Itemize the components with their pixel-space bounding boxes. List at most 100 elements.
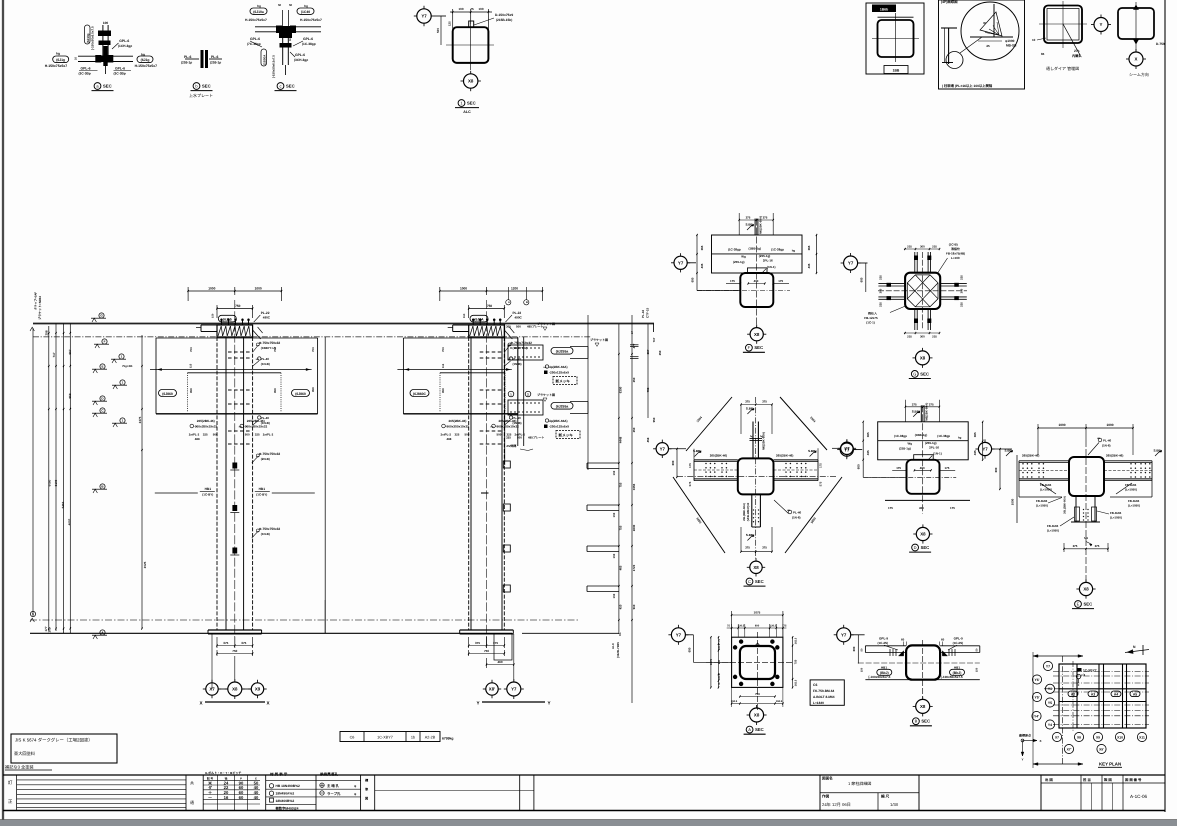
svg-text:SEC: SEC [467,101,476,106]
svg-text:HB 18N490B%2: HB 18N490B%2 [276,784,301,788]
svg-text:1BB: 1BB [893,69,900,73]
svg-text:X8: X8 [1083,587,1089,592]
svg-text:Wg: Wg [741,255,746,259]
svg-text:GPL-6: GPL-6 [295,53,305,57]
svg-text:主 暗 孔: 主 暗 孔 [327,784,340,788]
svg-text:PL-40: PL-40 [513,416,522,420]
svg-text:B: B [526,301,528,304]
svg-text:GPL-6: GPL-6 [250,37,260,41]
svg-text:(1C-38gp: (1C-38gp [894,434,907,438]
svg-text:265(2BK-46): 265(2BK-46) [710,454,727,458]
svg-text:(1C-2S): (1C-2S) [878,641,889,645]
svg-text:175: 175 [688,463,692,468]
svg-text:PL-6: PL-6 [211,55,218,59]
svg-text:S.BB: S.BB [1154,449,1162,453]
svg-text:90: 90 [239,780,244,785]
svg-text:Y7: Y7 [844,446,850,451]
svg-text:250: 250 [632,377,636,382]
svg-text:X9: X9 [1096,735,1100,739]
svg-text:235: 235 [932,335,937,339]
svg-text:記 号: 記 号 [207,776,214,780]
svg-text:(L=1050): (L=1050) [1040,488,1052,492]
svg-text:シーム方向: シーム方向 [1129,72,1149,77]
svg-text:両仕入: 両仕入 [868,312,877,316]
svg-text:250: 250 [632,427,636,432]
svg-text:235: 235 [879,302,883,307]
svg-text:120.5: 120.5 [718,643,721,650]
svg-text:(L=1050): (L=1050) [1125,488,1137,492]
svg-text:375: 375 [912,402,917,406]
svg-text:2PL-16: 2PL-16 [929,446,939,450]
svg-text:径: 径 [225,776,228,780]
svg-text:b: b [195,84,198,89]
svg-text:375: 375 [745,546,750,550]
svg-text:(1C-38gp: (1C-38gp [937,434,950,438]
svg-text:Wg: Wg [908,441,913,445]
svg-text:150: 150 [612,470,616,475]
svg-text:X8: X8 [232,687,238,692]
svg-text:(1C-38gp: (1C-38gp [771,247,784,251]
svg-text:鉄骨貫通孔: 鉄骨貫通孔 [320,772,338,777]
svg-text:M6(2BK-60A): M6(2BK-60A) [759,216,763,234]
svg-text:[-150x50x6.5x7.5: [-150x50x6.5x7.5 [91,26,95,50]
svg-text:GPL-9: GPL-9 [879,637,888,641]
svg-text:GPL-6: GPL-6 [303,37,313,41]
svg-text:X9': X9' [1099,747,1104,751]
svg-text:24年 12月 06日: 24年 12月 06日 [822,802,851,807]
svg-text:HB: HB [508,358,512,361]
svg-text:162.5: 162.5 [795,679,798,686]
svg-text:ダ: ダ [208,785,212,790]
svg-text:755: 755 [619,525,623,530]
svg-text:400: 400 [919,506,924,510]
svg-text:(2N-B): (2N-B) [261,457,270,461]
svg-text:FB-9x65: FB-9x65 [1036,499,1048,503]
svg-text:HB1: HB1 [205,487,212,491]
svg-text:488: 488 [447,437,452,441]
svg-text:150: 150 [612,553,616,558]
svg-text:(215B-15b): (215B-15b) [496,18,512,22]
svg-text:X: X [1040,739,1042,743]
svg-text:1000: 1000 [1011,498,1015,505]
svg-text:265(2BK-46): 265(2BK-46) [449,419,467,423]
svg-text:25: 25 [75,57,78,60]
svg-text:PL-16: PL-16 [641,309,645,318]
svg-text:(1BB-1g): (1BB-1g) [915,433,928,437]
svg-text:X: X [266,701,270,706]
svg-text:(1C40: (1C40 [301,10,310,14]
svg-text:A2: A2 [1071,692,1075,696]
svg-text:FB-9x65: FB-9x65 [1128,499,1140,503]
svg-text:JtV間隔: JtV間隔 [506,444,516,448]
svg-text:c: c [280,84,282,89]
svg-text:X: X [1135,57,1138,62]
svg-text:1850: 1850 [810,516,817,524]
svg-text:600: 600 [691,277,695,282]
svg-text:477: 477 [632,343,636,348]
svg-text:(6J1g: (6J1g [141,58,150,62]
svg-text:Y4: Y4 [1048,723,1052,727]
svg-text:100: 100 [103,21,109,25]
svg-text:Y5: Y5 [1048,701,1052,705]
svg-text:PL-40: PL-40 [261,416,270,420]
svg-text:1: 1 [122,381,124,385]
svg-text:F: F [104,340,106,344]
svg-text:L=1840: L=1840 [813,701,824,705]
svg-text:Y6': Y6' [1035,678,1040,682]
svg-text:Y: Y [476,701,479,706]
svg-text:(1N-B): (1N-B) [513,421,522,425]
svg-text:600: 600 [671,460,675,465]
svg-text:D-150x75x9: D-150x75x9 [495,13,513,17]
svg-text:4448: 4448 [619,436,623,443]
svg-text:GPL-6: GPL-6 [81,67,91,71]
svg-text:φ1000: φ1000 [1005,39,1015,43]
svg-text:Y7: Y7 [848,261,854,266]
svg-text:175: 175 [896,466,901,470]
svg-text:Y6: Y6 [1048,687,1052,691]
svg-text:67: 67 [631,331,634,334]
svg-text:365: 365 [866,432,870,437]
svg-text:1b: 1b [411,736,415,740]
svg-text:HB: HB [787,509,791,512]
svg-text:375: 375 [929,402,934,406]
svg-text:H-150x75x5x7: H-150x75x5x7 [245,18,267,22]
svg-text:X7': X7' [1067,747,1072,751]
svg-text:2xtPL-2: 2xtPL-2 [189,433,200,437]
